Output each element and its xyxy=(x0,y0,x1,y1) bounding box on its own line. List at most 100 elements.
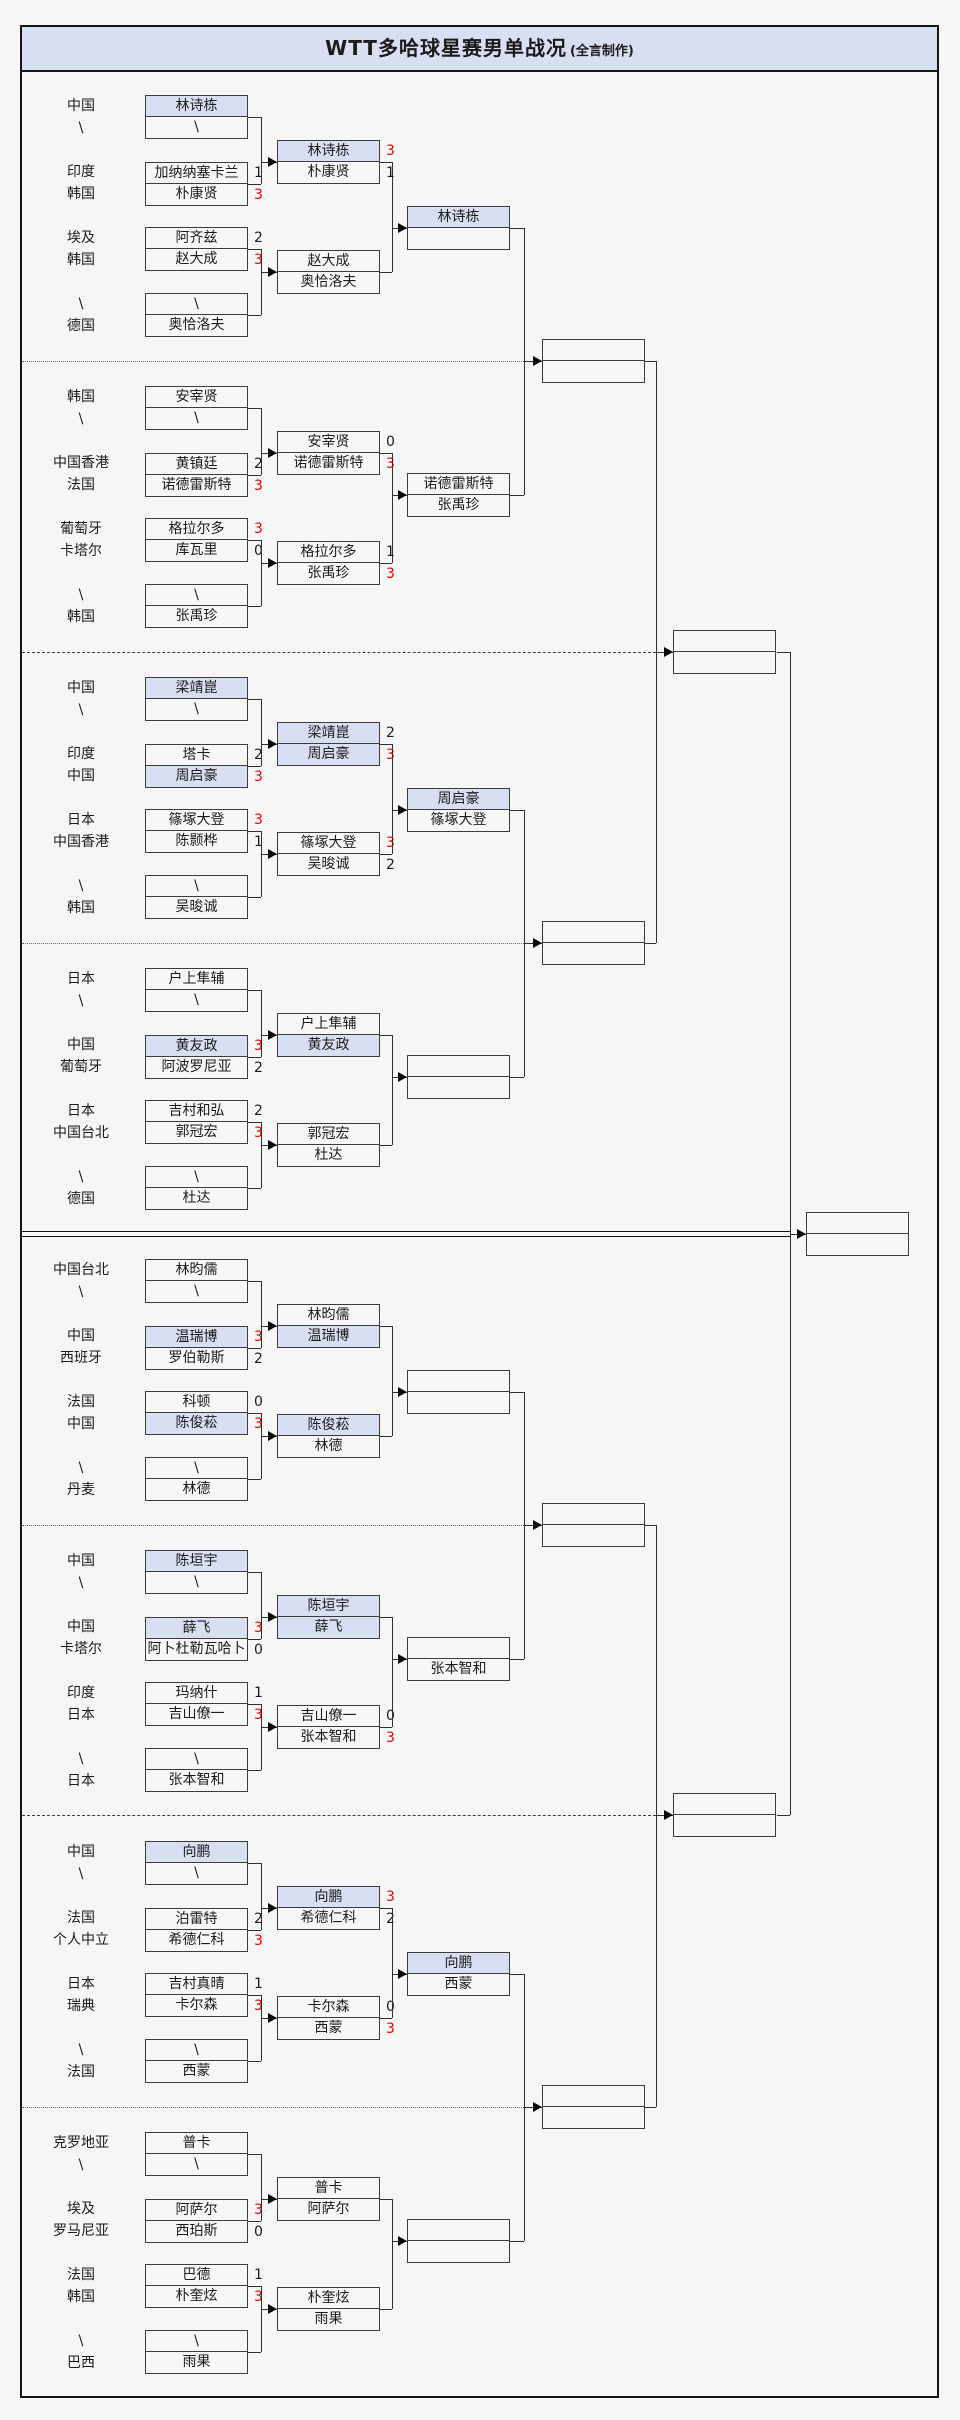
score-label: 2 xyxy=(254,1060,263,1076)
player-cell xyxy=(674,652,775,673)
score-label: 3 xyxy=(386,1889,395,1905)
section-separator-dotted xyxy=(22,361,524,362)
player-cell xyxy=(408,1056,509,1077)
connector-line xyxy=(645,361,656,362)
connector-line xyxy=(248,2221,261,2222)
section-separator-dotted xyxy=(22,943,524,944)
advance-arrow xyxy=(268,2194,277,2204)
connector-line xyxy=(261,699,262,766)
connector-line xyxy=(380,854,392,855)
player-cell xyxy=(543,361,644,382)
match-box-r64: 吉村真晴卡尔森 xyxy=(145,1973,248,2017)
player-cell: 林诗栋 xyxy=(278,141,379,162)
player-cell xyxy=(543,943,644,964)
match-box-sf xyxy=(673,1793,776,1837)
connector-line xyxy=(510,1392,524,1393)
advance-arrow xyxy=(268,2304,277,2314)
player-cell: 雨果 xyxy=(314,2311,343,2327)
match-box-sf xyxy=(673,630,776,674)
advance-arrow xyxy=(268,1612,277,1622)
player-cell: 阿齐兹 xyxy=(146,228,247,249)
player-cell: 西珀斯 xyxy=(175,2223,218,2239)
connector-line xyxy=(248,2061,261,2062)
country-label: 个人中立 xyxy=(53,1932,109,1948)
match-box-r32: 郭冠宏杜达 xyxy=(277,1123,380,1167)
country-label: 印度 xyxy=(67,746,95,762)
match-box-r16 xyxy=(407,1055,510,1099)
bye-label: \ xyxy=(78,1575,84,1591)
connector-line xyxy=(380,162,392,163)
connector-line xyxy=(248,117,261,118)
advance-arrow xyxy=(398,223,407,233)
score-label: 0 xyxy=(386,434,395,450)
advance-arrow xyxy=(268,1722,277,1732)
advance-arrow xyxy=(268,448,277,458)
section-separator-dotted xyxy=(22,2107,524,2108)
advance-arrow xyxy=(664,647,673,657)
player-cell: \ xyxy=(194,1283,199,1299)
match-box-r64: 篠塚大登陈颢桦 xyxy=(145,809,248,853)
connector-line xyxy=(248,2154,261,2155)
score-label: 0 xyxy=(254,1642,263,1658)
score-label: 0 xyxy=(386,1999,395,2015)
connector-line xyxy=(248,1930,261,1931)
player-cell: \ xyxy=(194,701,199,717)
connector-line xyxy=(248,897,261,898)
player-cell: 温瑞博 xyxy=(146,1327,247,1348)
match-box-r32: 赵大成奥恰洛夫 xyxy=(277,250,380,294)
bye-label: \ xyxy=(78,2042,84,2058)
country-label: 韩国 xyxy=(67,609,95,625)
match-box-r64: 林昀儒\ xyxy=(145,1259,248,1303)
connector-line xyxy=(248,2286,261,2287)
player-cell: 黄友政 xyxy=(146,1036,247,1057)
score-label: 3 xyxy=(254,1416,263,1432)
score-label: 3 xyxy=(254,1329,263,1345)
match-box-r32: 户上隼辅黄友政 xyxy=(277,1013,380,1057)
match-box-r64: \张禹珍 xyxy=(145,584,248,628)
player-cell: \ xyxy=(146,1749,247,1770)
player-cell: 篠塚大登 xyxy=(278,833,379,854)
connector-line xyxy=(248,1639,261,1640)
connector-line xyxy=(380,744,392,745)
connector-line xyxy=(248,1995,261,1996)
advance-arrow xyxy=(398,1969,407,1979)
connector-line xyxy=(392,1326,393,1436)
country-label: 德国 xyxy=(67,318,95,334)
player-cell xyxy=(543,922,644,943)
score-label: 2 xyxy=(254,1103,263,1119)
country-label: 埃及 xyxy=(67,2201,95,2217)
bye-label: \ xyxy=(78,1866,84,1882)
score-label: 1 xyxy=(254,165,263,181)
country-label: 法国 xyxy=(67,477,95,493)
player-cell: 西蒙 xyxy=(182,2063,211,2079)
match-box-r64: 吉村和弘郭冠宏 xyxy=(145,1100,248,1144)
connector-line xyxy=(248,1122,261,1123)
score-label: 3 xyxy=(254,187,263,203)
player-cell: 朴奎炫 xyxy=(278,2288,379,2309)
country-label: 罗马尼亚 xyxy=(53,2223,109,2239)
connector-line xyxy=(248,1770,261,1771)
connector-line xyxy=(261,1281,262,1348)
country-label: 印度 xyxy=(67,164,95,180)
player-cell: 加纳纳塞卡兰 xyxy=(146,163,247,184)
player-cell: 周启豪 xyxy=(278,744,379,765)
match-box-r32: 林诗栋朴康贤 xyxy=(277,140,380,184)
bye-label: \ xyxy=(78,1169,84,1185)
score-label: 3 xyxy=(254,252,263,268)
player-cell: 杜达 xyxy=(182,1190,211,1206)
player-cell: 薛飞 xyxy=(146,1618,247,1639)
advance-arrow xyxy=(268,1321,277,1331)
score-label: 2 xyxy=(254,230,263,246)
score-label: 2 xyxy=(386,725,395,741)
player-cell: 格拉尔多 xyxy=(146,519,247,540)
connector-line xyxy=(380,563,392,564)
score-label: 1 xyxy=(254,834,263,850)
player-cell: 周启豪 xyxy=(146,766,247,787)
connector-line xyxy=(248,831,261,832)
connector-line xyxy=(392,744,393,854)
connector-line xyxy=(248,1348,261,1349)
bye-label: \ xyxy=(78,587,84,603)
country-label: 中国台北 xyxy=(53,1262,109,1278)
country-label: 日本 xyxy=(67,971,95,987)
connector-line xyxy=(248,540,261,541)
